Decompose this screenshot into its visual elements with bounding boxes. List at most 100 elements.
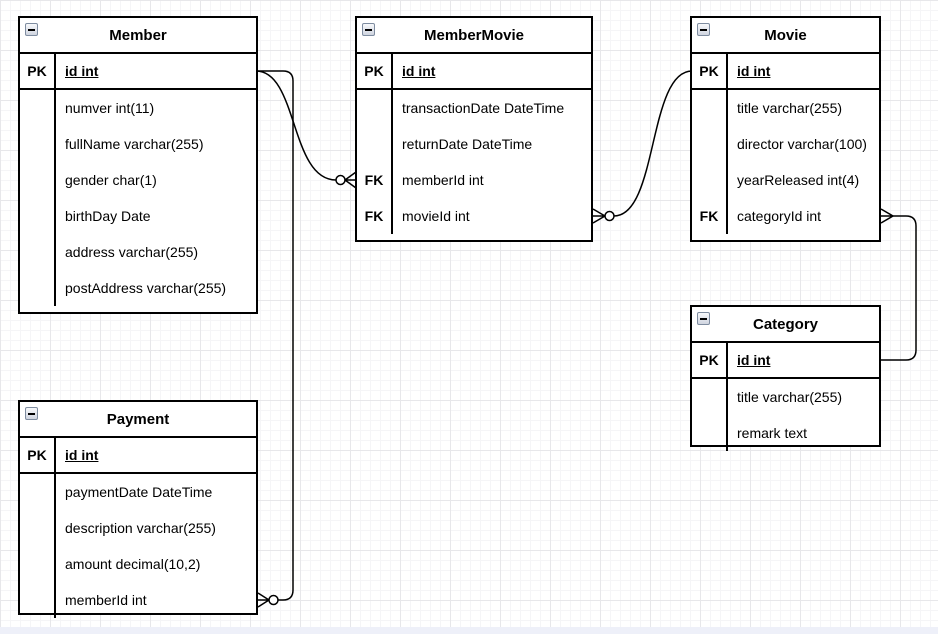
table-row[interactable]: title varchar(255) <box>692 379 879 415</box>
key-label <box>20 198 54 234</box>
table-payment-header: Payment <box>20 402 256 438</box>
table-row[interactable]: transactionDate DateTime <box>357 90 591 126</box>
table-row[interactable]: address varchar(255) <box>20 234 256 270</box>
collapse-icon[interactable] <box>697 312 710 325</box>
table-filler <box>357 234 591 240</box>
field-label: birthDay Date <box>54 198 256 234</box>
field-label: gender char(1) <box>54 162 256 198</box>
field-label: id int <box>391 54 591 88</box>
collapse-icon[interactable] <box>362 23 375 36</box>
table-row[interactable]: FK memberId int <box>357 162 591 198</box>
field-label: transactionDate DateTime <box>391 90 591 126</box>
field-label: fullName varchar(255) <box>54 126 256 162</box>
key-label <box>357 90 391 126</box>
table-row[interactable]: FK movieId int <box>357 198 591 234</box>
table-title: Category <box>752 315 819 333</box>
field-label: id int <box>726 54 879 88</box>
table-row[interactable]: PK id int <box>20 438 256 474</box>
key-label: FK <box>699 208 719 224</box>
table-row[interactable]: PK id int <box>20 54 256 90</box>
field-label: description varchar(255) <box>54 510 256 546</box>
field-label: yearReleased int(4) <box>726 162 879 198</box>
relation-movie-membermovie[interactable] <box>592 70 693 224</box>
table-row[interactable]: gender char(1) <box>20 162 256 198</box>
field-label: numver int(11) <box>54 90 256 126</box>
table-row[interactable]: remark text <box>692 415 879 451</box>
key-label: FK <box>364 208 384 224</box>
collapse-icon[interactable] <box>697 23 710 36</box>
table-category[interactable]: Category PK id int title varchar(255) re… <box>690 305 881 451</box>
key-label <box>20 546 54 582</box>
field-label: postAddress varchar(255) <box>54 270 256 306</box>
table-row[interactable]: birthDay Date <box>20 198 256 234</box>
key-label: PK <box>364 63 384 79</box>
field-label: returnDate DateTime <box>391 126 591 162</box>
field-label: id int <box>54 438 256 472</box>
table-movie-header: Movie <box>692 18 879 54</box>
relation-movie-category[interactable] <box>880 208 917 361</box>
table-title: Member <box>109 26 167 44</box>
table-filler <box>20 306 256 312</box>
key-label <box>20 510 54 546</box>
key-label: PK <box>27 447 47 463</box>
table-category-header: Category <box>692 307 879 343</box>
table-movie[interactable]: Movie PK id int title varchar(255) direc… <box>690 16 881 242</box>
key-label: PK <box>27 63 47 79</box>
table-row[interactable]: description varchar(255) <box>20 510 256 546</box>
table-member[interactable]: Member PK id int numver int(11) fullName… <box>18 16 258 314</box>
table-row[interactable]: memberId int <box>20 582 256 618</box>
table-row[interactable]: PK id int <box>692 343 879 379</box>
field-label: paymentDate DateTime <box>54 474 256 510</box>
table-member-header: Member <box>20 18 256 54</box>
key-label: PK <box>699 63 719 79</box>
table-row[interactable]: yearReleased int(4) <box>692 162 879 198</box>
field-label: address varchar(255) <box>54 234 256 270</box>
field-label: categoryId int <box>726 198 879 234</box>
table-membermovie[interactable]: MemberMovie PK id int transactionDate Da… <box>355 16 593 242</box>
field-label: memberId int <box>54 582 256 618</box>
minus-icon <box>28 412 35 415</box>
field-label: id int <box>726 343 879 377</box>
field-label: memberId int <box>391 162 591 198</box>
collapse-icon[interactable] <box>25 407 38 420</box>
table-title: Movie <box>764 26 807 44</box>
key-label: FK <box>364 172 384 188</box>
table-row[interactable]: postAddress varchar(255) <box>20 270 256 306</box>
table-row[interactable]: director varchar(100) <box>692 126 879 162</box>
table-row[interactable]: FK categoryId int <box>692 198 879 234</box>
key-label <box>692 126 726 162</box>
minus-icon <box>365 28 372 31</box>
table-title: Payment <box>106 410 170 428</box>
table-title: MemberMovie <box>423 26 525 44</box>
key-label <box>20 234 54 270</box>
table-row[interactable]: PK id int <box>692 54 879 90</box>
table-row[interactable]: amount decimal(10,2) <box>20 546 256 582</box>
field-label: movieId int <box>391 198 591 234</box>
field-label: title varchar(255) <box>726 90 879 126</box>
field-label: remark text <box>726 415 879 451</box>
table-row[interactable]: returnDate DateTime <box>357 126 591 162</box>
collapse-icon[interactable] <box>25 23 38 36</box>
field-label: id int <box>54 54 256 88</box>
key-label <box>357 126 391 162</box>
table-payment[interactable]: Payment PK id int paymentDate DateTime d… <box>18 400 258 618</box>
minus-icon <box>700 317 707 320</box>
field-label: title varchar(255) <box>726 379 879 415</box>
table-row[interactable]: title varchar(255) <box>692 90 879 126</box>
field-label: director varchar(100) <box>726 126 879 162</box>
table-filler <box>692 234 879 240</box>
table-row[interactable]: numver int(11) <box>20 90 256 126</box>
table-row[interactable]: fullName varchar(255) <box>20 126 256 162</box>
minus-icon <box>700 28 707 31</box>
table-row[interactable]: PK id int <box>357 54 591 90</box>
canvas-bottom-strip <box>0 627 938 634</box>
table-membermovie-header: MemberMovie <box>357 18 591 54</box>
key-label <box>692 162 726 198</box>
field-label: amount decimal(10,2) <box>54 546 256 582</box>
table-row[interactable]: paymentDate DateTime <box>20 474 256 510</box>
relation-member-payment[interactable] <box>256 70 294 608</box>
minus-icon <box>28 28 35 31</box>
relation-member-membermovie[interactable] <box>255 70 357 189</box>
